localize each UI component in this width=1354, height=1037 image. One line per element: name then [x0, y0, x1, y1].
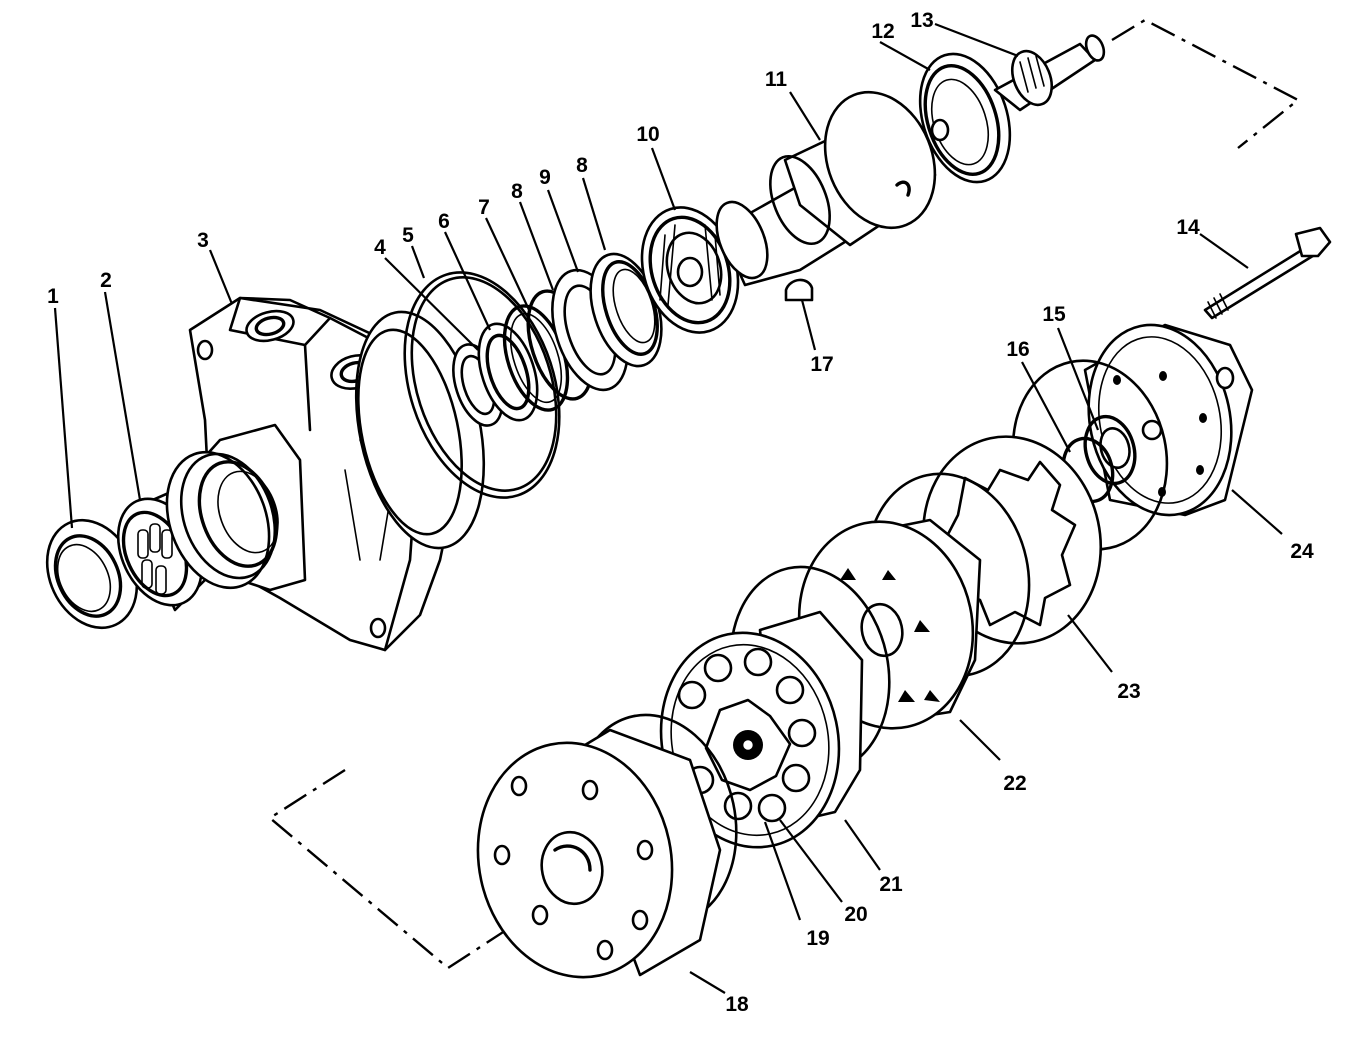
- part-3-housing: [165, 296, 486, 652]
- callout-16: 16: [1006, 338, 1029, 361]
- part-8-thrust-washer-b: [589, 252, 663, 368]
- callout-9: 9: [539, 166, 551, 189]
- callout-11: 11: [765, 68, 788, 91]
- callout-6: 6: [438, 210, 450, 233]
- part-13-drive-link: [993, 34, 1106, 112]
- part-6-seal: [477, 322, 539, 422]
- callout-21: 21: [879, 873, 903, 896]
- callout-labels: 1 2 3 4 5 6 7 8 9 8 10 11 12 13 14 15 16…: [47, 9, 1314, 1016]
- callout-12: 12: [871, 20, 894, 43]
- continuation-line-upper: [1111, 18, 1301, 149]
- part-11-shaft: [715, 90, 937, 287]
- part-14-bolt: [1203, 226, 1332, 320]
- part-10-bearing: [640, 206, 740, 334]
- callout-14: 14: [1176, 216, 1200, 239]
- callout-24: 24: [1290, 540, 1314, 563]
- callout-20: 20: [844, 903, 867, 926]
- callout-3: 3: [197, 229, 209, 252]
- callout-8a: 8: [511, 180, 523, 203]
- part-21-gerotor: [659, 610, 864, 849]
- callout-2: 2: [100, 269, 112, 292]
- part-18-end-plate: [476, 728, 722, 979]
- callout-13: 13: [910, 9, 933, 32]
- callout-10: 10: [636, 123, 659, 146]
- callout-15: 15: [1042, 303, 1066, 326]
- callout-8b: 8: [576, 154, 588, 177]
- callout-5: 5: [402, 224, 414, 247]
- callout-7: 7: [478, 196, 490, 219]
- callout-18: 18: [725, 993, 749, 1016]
- leader-lines: [53, 22, 1283, 994]
- part-12-drive-disc: [918, 52, 1012, 184]
- callout-22: 22: [1003, 772, 1026, 795]
- part-17-key: [784, 278, 814, 302]
- part-5-o-ring: [403, 271, 561, 499]
- callout-19: 19: [806, 927, 829, 950]
- callout-1: 1: [47, 285, 59, 308]
- part-24-end-cap: [1083, 323, 1254, 517]
- callout-4: 4: [374, 236, 386, 259]
- part-1-shaft-seal: [45, 518, 139, 630]
- callout-23: 23: [1117, 680, 1140, 703]
- part-19-rotor: [704, 698, 792, 792]
- callout-17: 17: [810, 353, 833, 376]
